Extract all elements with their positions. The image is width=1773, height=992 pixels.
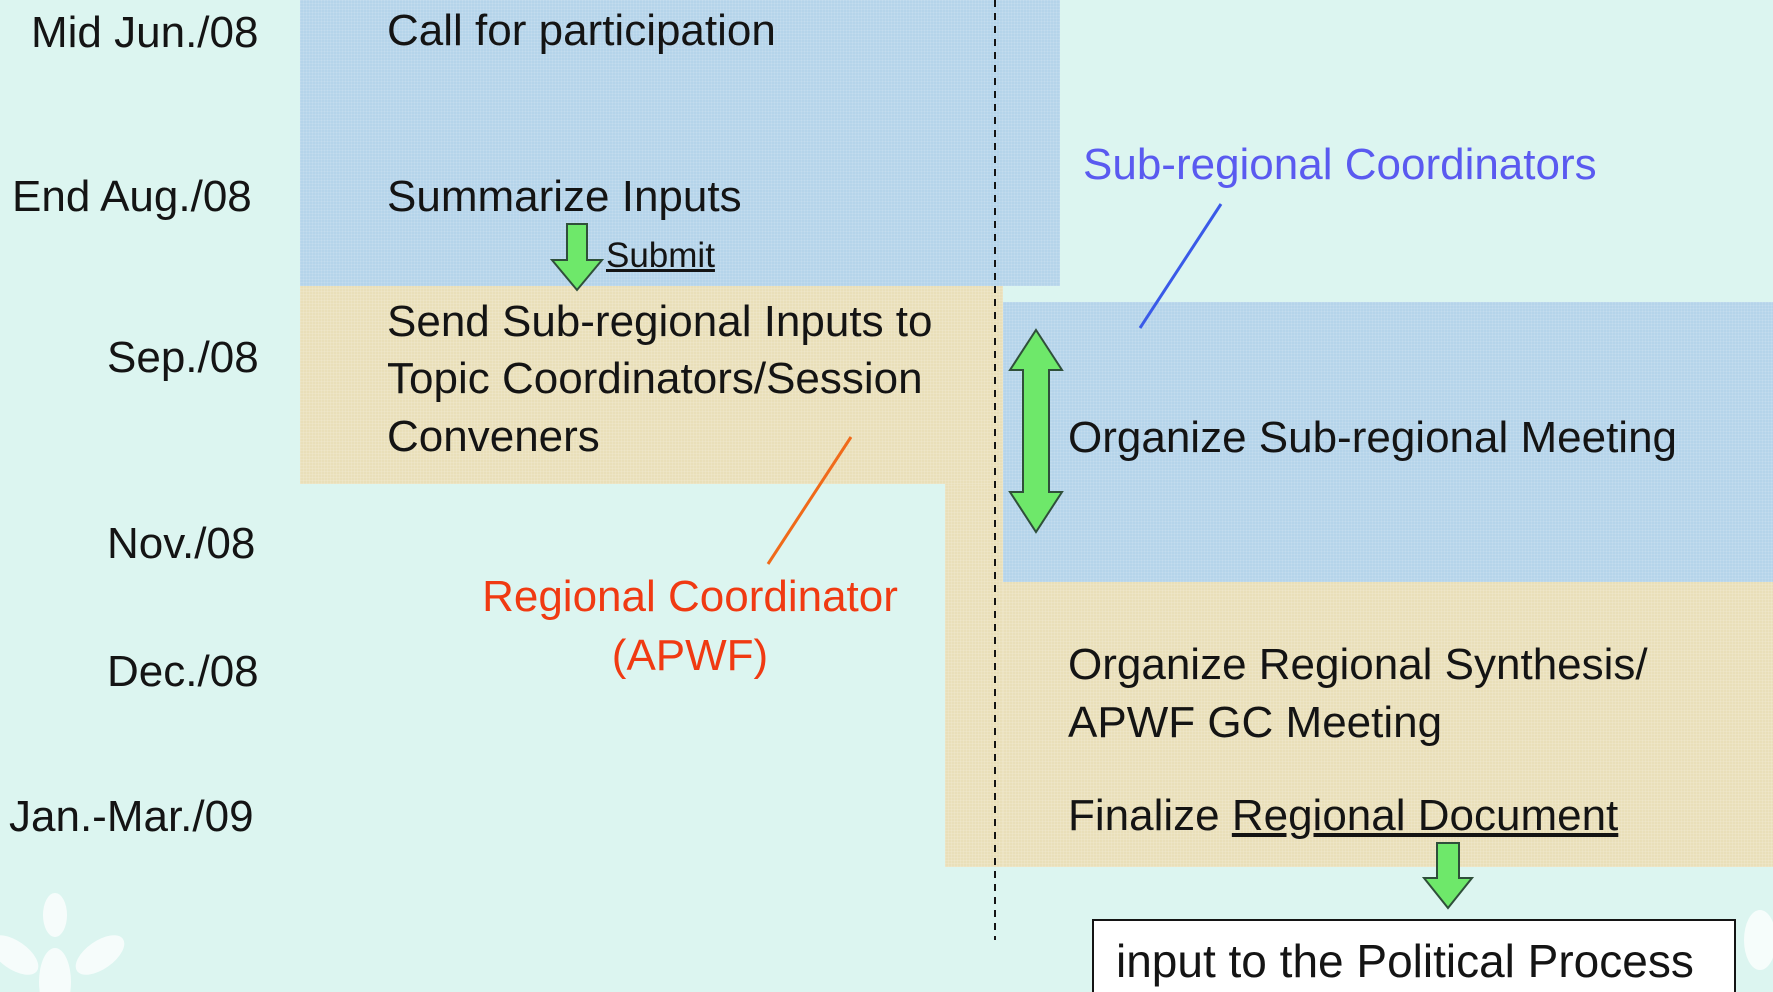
date-sep-08: Sep./08 (107, 333, 259, 382)
date-mid-jun-08: Mid Jun./08 (31, 8, 259, 57)
subregional-coordinators-label: Sub-regional Coordinators (1083, 140, 1597, 189)
subregional-block-right (1003, 302, 1773, 582)
step-regional-synthesis-line-2: APWF GC Meeting (1068, 698, 1443, 747)
regional-coordinator-label-line-1: Regional Coordinator (482, 572, 898, 621)
meeting-period-arrow-icon (1008, 328, 1064, 534)
date-jan-mar-09: Jan.-Mar./09 (9, 792, 254, 841)
step-send-inputs-line-2: Topic Coordinators/Session (387, 354, 923, 403)
subregional-connector (1138, 203, 1223, 329)
step-summarize-inputs: Summarize Inputs (387, 172, 742, 221)
step-send-inputs-line-1: Send Sub-regional Inputs to (387, 297, 933, 346)
regional-block-left (300, 286, 1003, 484)
subregional-block-top (300, 0, 1060, 286)
step-organize-subregional-meeting: Organize Sub-regional Meeting (1068, 413, 1678, 462)
step-call-for-participation: Call for participation (387, 6, 776, 55)
political-process-box: input to the Political Process (1092, 919, 1736, 992)
step-send-inputs-line-3: Conveners (387, 412, 600, 461)
regional-document-link: Regional Document (1231, 791, 1619, 840)
step-regional-synthesis-line-1: Organize Regional Synthesis/ (1068, 640, 1648, 689)
output-arrow-icon (1421, 842, 1475, 910)
regional-block-right (1003, 582, 1773, 867)
decorative-flower-icon (0, 893, 1773, 992)
date-dec-08: Dec./08 (107, 647, 259, 696)
regional-connector (766, 436, 853, 565)
regional-coordinator-label-line-2: (APWF) (611, 631, 769, 680)
regional-block-stem (945, 484, 1003, 867)
date-nov-08: Nov./08 (107, 519, 256, 568)
finalize-prefix: Finalize (1068, 791, 1232, 840)
submit-arrow-icon (549, 223, 605, 292)
step-finalize-regional-document: Finalize Regional Document (1068, 787, 1618, 844)
submit-label: Submit (606, 236, 715, 275)
political-process-label: input to the Political Process (1116, 935, 1694, 987)
date-end-aug-08: End Aug./08 (12, 172, 252, 221)
